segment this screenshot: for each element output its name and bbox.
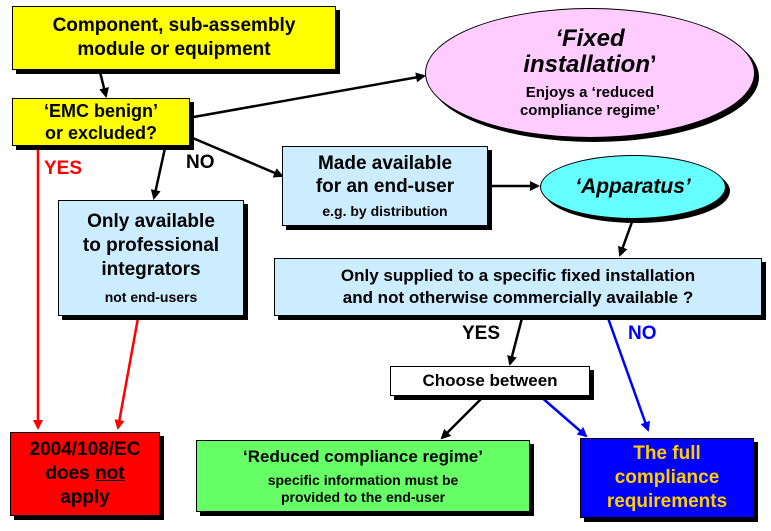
emc-benign-box: ‘EMC benign’ or excluded?	[12, 98, 190, 146]
directive-line2a: does	[45, 463, 96, 484]
professional-sub: not end-users	[104, 289, 198, 305]
professional-line1: Only available	[87, 211, 215, 232]
full-compliance-box: The full compliance requirements	[580, 438, 754, 518]
professional-line3: integrators	[101, 259, 201, 280]
arrow-only-supplied-to-choose	[507, 317, 524, 366]
full-line2: compliance	[614, 467, 720, 488]
choose-between-box: Choose between	[390, 366, 590, 396]
yes-label-mid: YES	[462, 323, 501, 344]
benign-line2: or excluded?	[44, 123, 158, 143]
made-available-line1: Made available	[317, 153, 453, 174]
reduced-sub-line1: specific information must be	[267, 472, 459, 488]
fixed-sub-line2: compliance regime’	[519, 102, 661, 119]
arrow-choose-to-full	[539, 395, 588, 438]
arrow-choose-to-reduced	[440, 395, 485, 440]
arrow-only-supplied-to-full	[606, 317, 651, 432]
choose-label: Choose between	[422, 371, 558, 390]
component-line2: module or equipment	[77, 39, 271, 60]
directive-line1: 2004/108/EC	[29, 439, 141, 460]
no-label-right: NO	[628, 323, 657, 344]
professional-line2: to professional	[82, 235, 220, 256]
arrow-benign-to-made-available	[187, 134, 284, 178]
component-box: Component, sub-assembly module or equipm…	[12, 6, 336, 70]
apparatus-oval: ‘Apparatus’	[540, 155, 726, 219]
full-line1: The full	[633, 443, 701, 464]
yes-label-left: YES	[44, 158, 83, 179]
made-available-box: Made available for an end-user e.g. by d…	[282, 146, 488, 226]
fixed-title-line2: installation	[523, 51, 650, 78]
reduced-title: ‘Reduced compliance regime’	[243, 447, 483, 466]
fixed-installation-oval: ‘Fixed installation’ Enjoys a ‘reduced c…	[425, 8, 755, 138]
made-available-line2: for an end-user	[315, 176, 455, 197]
arrow-benign-to-professional	[150, 147, 167, 200]
apparatus-label: ‘Apparatus’	[575, 175, 691, 198]
only-supplied-box: Only supplied to a specific fixed instal…	[274, 258, 762, 316]
directive-not-apply-box: 2004/108/EC does not apply	[10, 432, 160, 516]
fixed-title-quote: ’	[650, 51, 657, 78]
arrow-component-to-benign	[98, 71, 109, 98]
made-available-sub: e.g. by distribution	[322, 203, 448, 219]
fixed-title-line1: ‘Fixed	[555, 25, 625, 52]
arrow-professional-to-directive	[114, 317, 140, 430]
arrow-apparatus-to-only-supplied	[618, 221, 634, 257]
only-supplied-line2: and not otherwise commercially available…	[342, 288, 694, 307]
only-supplied-line1: Only supplied to a specific fixed instal…	[340, 266, 696, 285]
fixed-sub-line1: Enjoys a ‘reduced	[525, 84, 655, 101]
benign-line1: ‘EMC benign’	[44, 101, 158, 121]
professional-box: Only available to professional integrato…	[58, 200, 244, 316]
directive-line3: apply	[60, 487, 110, 508]
component-line1: Component, sub-assembly	[52, 15, 296, 36]
arrow-benign-to-fixed	[187, 72, 426, 120]
full-line3: requirements	[606, 491, 728, 512]
reduced-sub-line2: provided to the end-user	[280, 489, 446, 505]
directive-line2b: not	[95, 463, 125, 484]
no-label-top: NO	[186, 152, 215, 173]
reduced-compliance-box: ‘Reduced compliance regime’ specific inf…	[196, 440, 530, 512]
